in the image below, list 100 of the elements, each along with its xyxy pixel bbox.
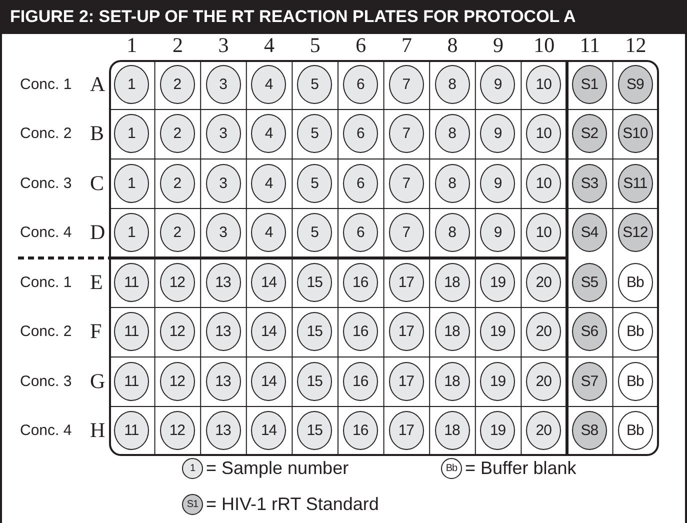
well: 13 <box>206 312 240 352</box>
well: 20 <box>526 411 562 450</box>
well: 14 <box>251 312 286 352</box>
well: Bb <box>618 312 653 352</box>
well: S1 <box>572 64 607 104</box>
well: 16 <box>342 362 378 401</box>
well: 13 <box>206 411 240 450</box>
well: 14 <box>251 411 286 450</box>
well: S4 <box>572 213 607 252</box>
well: 19 <box>480 262 516 302</box>
legend-text: = Sample number <box>206 457 349 479</box>
well: 6 <box>342 114 378 154</box>
well: 16 <box>342 262 378 302</box>
well: 20 <box>526 312 562 352</box>
well: 3 <box>206 164 240 203</box>
well: 1 <box>114 114 149 154</box>
well: 7 <box>388 164 424 203</box>
row-letter: E <box>90 270 103 293</box>
well: 11 <box>114 262 149 302</box>
concentration-label: Conc. 2 <box>20 323 72 342</box>
well: 12 <box>160 411 195 450</box>
row-letter: H <box>90 419 106 442</box>
column-number: 5 <box>308 34 322 56</box>
concentration-label: Conc. 2 <box>20 125 72 144</box>
well: 9 <box>480 164 516 203</box>
well: 5 <box>297 114 332 154</box>
well: 14 <box>251 262 286 302</box>
well: 11 <box>114 312 149 352</box>
well: S10 <box>618 114 653 154</box>
column-number: 6 <box>354 34 368 56</box>
well: 15 <box>297 362 332 401</box>
well: 10 <box>526 164 562 203</box>
well: 4 <box>251 64 286 104</box>
concentration-label: Conc. 4 <box>20 224 72 242</box>
well: S3 <box>572 164 607 203</box>
well: S11 <box>618 164 653 203</box>
well: 17 <box>388 312 424 352</box>
column-number: 11 <box>578 34 601 56</box>
well: S2 <box>572 114 607 154</box>
legend-text: = Buffer blank <box>465 457 576 479</box>
well: 1 <box>114 64 149 104</box>
well: 4 <box>251 114 286 154</box>
well: 3 <box>206 64 240 104</box>
concentration-label: Conc. 3 <box>20 372 72 391</box>
column-number: 8 <box>446 34 459 56</box>
well: 5 <box>297 164 332 203</box>
well: 14 <box>251 362 286 401</box>
well: 11 <box>114 411 149 450</box>
well: Bb <box>618 362 653 401</box>
well: 15 <box>297 312 332 352</box>
well: 1 <box>114 164 149 203</box>
column-number: 10 <box>532 34 556 56</box>
well: 6 <box>342 213 378 252</box>
well: 19 <box>480 411 516 450</box>
well: 20 <box>526 262 562 302</box>
well: 7 <box>388 213 424 252</box>
well: 18 <box>434 262 470 302</box>
column-number: 2 <box>171 34 184 56</box>
legend-text: = HIV-1 rRT Standard <box>206 493 379 515</box>
well: 3 <box>206 114 240 154</box>
row-letter: C <box>90 172 104 194</box>
column-number: 1 <box>126 34 138 56</box>
well: 16 <box>342 411 378 450</box>
well: 8 <box>434 213 470 252</box>
legend-well: 1 <box>182 458 203 479</box>
column-number: 9 <box>492 34 505 56</box>
row-letter: F <box>90 320 102 342</box>
well: 11 <box>114 362 149 401</box>
well: 9 <box>480 114 516 154</box>
well: 7 <box>388 64 424 104</box>
well: 13 <box>206 262 240 302</box>
well: 19 <box>480 312 516 352</box>
concentration-label: Conc. 1 <box>20 76 72 94</box>
row-letter: B <box>90 122 104 144</box>
well: 20 <box>526 362 562 401</box>
column-number: 7 <box>400 34 413 56</box>
concentration-label: Conc. 3 <box>20 174 72 193</box>
well: 19 <box>480 362 516 401</box>
well: 16 <box>342 312 378 352</box>
well: S8 <box>572 411 607 450</box>
well: 8 <box>434 164 470 203</box>
well: 3 <box>206 213 240 252</box>
well: 4 <box>251 164 286 203</box>
well: 4 <box>251 213 286 252</box>
well: 8 <box>434 64 470 104</box>
concentration-label: Conc. 1 <box>20 274 72 292</box>
column-number: 3 <box>217 34 230 56</box>
well: Bb <box>618 411 653 450</box>
well: 5 <box>297 213 332 252</box>
well: 12 <box>160 362 195 401</box>
well: 2 <box>160 64 195 104</box>
well: 2 <box>160 114 195 154</box>
well: 8 <box>434 114 470 154</box>
well: 15 <box>297 411 332 450</box>
legend-well: Bb <box>441 458 462 479</box>
well: 7 <box>388 114 424 154</box>
figure-title: FIGURE 2: SET-UP OF THE RT REACTION PLATES FOR PROTOCOL A <box>0 0 687 34</box>
well: 10 <box>526 114 562 154</box>
legend-well: S1 <box>182 494 203 515</box>
row-letter: D <box>90 221 106 244</box>
